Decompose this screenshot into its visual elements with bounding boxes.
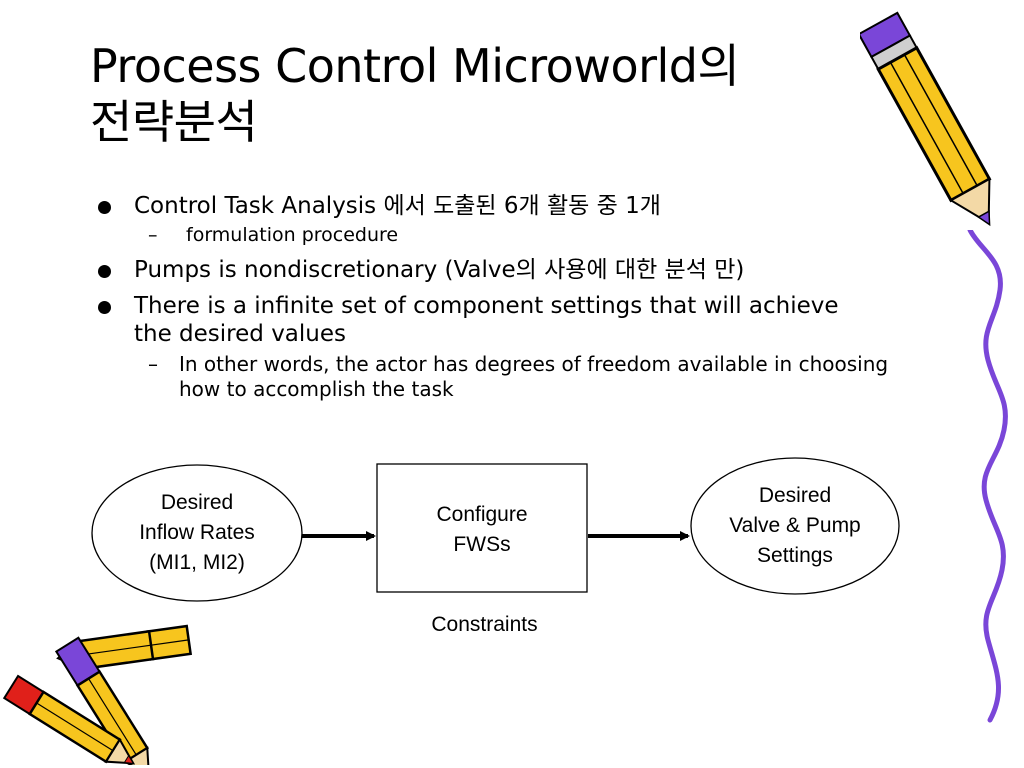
sub-bullet-text: formulation procedure (186, 224, 399, 246)
bullet-dot-icon (98, 265, 111, 278)
bullet-list: Control Task Analysis 에서 도출된 6개 활동 중 1개 … (96, 192, 926, 402)
input-node-label: Desired Inflow Rates (MI1, MI2) (139, 491, 255, 574)
bullet-item: There is a infinite set of component set… (96, 292, 854, 348)
crossed-pencils-icon (2, 624, 193, 765)
slide-title: Process Control Microworld의 전략분석 (90, 38, 850, 150)
sub-bullet-text: In other words, the actor has degrees of… (179, 352, 889, 401)
bullet-text: Control Task Analysis 에서 도출된 6개 활동 중 1개 (134, 193, 661, 219)
slide-title-line-1: Process Control Microworld의 (90, 39, 740, 93)
bullet-text: Pumps is nondiscretionary (Valve의 사용에 대한… (134, 257, 745, 283)
bullet-dot-icon (98, 301, 111, 314)
bullet-dot-icon (98, 201, 111, 214)
process-node-label: Configure FWSs (436, 503, 528, 556)
output-node-label: Desired Valve & Pump Settings (729, 484, 861, 567)
slide-title-line-2: 전략분석 (90, 95, 258, 149)
squiggle-line-icon (967, 230, 1008, 723)
bullet-text: There is a infinite set of component set… (134, 293, 839, 347)
pencil-icon (860, 11, 992, 227)
bullet-item: Control Task Analysis 에서 도출된 6개 활동 중 1개 (96, 192, 926, 220)
bullet-item: Pumps is nondiscretionary (Valve의 사용에 대한… (96, 256, 926, 284)
sub-bullet-item: – formulation procedure (148, 224, 399, 246)
sub-bullet-item: – In other words, the actor has degrees … (148, 352, 889, 401)
constraints-label: Constraints (431, 613, 538, 636)
